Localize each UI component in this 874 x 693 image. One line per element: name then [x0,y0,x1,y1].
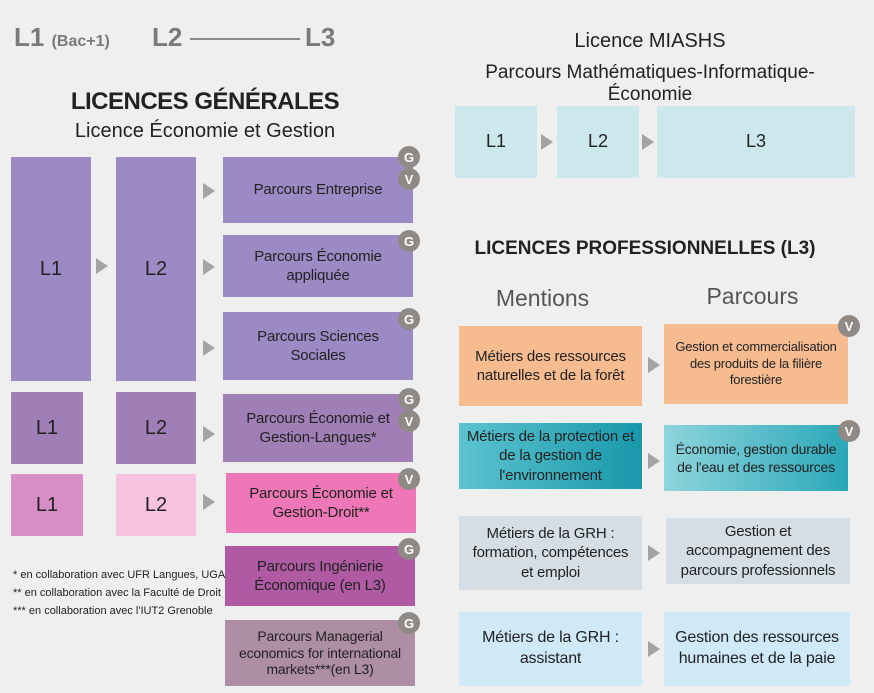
generales-row3-l2-box: L2 [116,474,196,536]
generales-row2-l2-label: L2 [144,417,168,439]
parcours-label: Parcours Économie appliquée [254,247,382,285]
generales-title: LICENCES GÉNÉRALES [70,88,340,115]
pro-col-parcours: Parcours [706,283,799,309]
header-connector-line [190,38,300,40]
generales-row2-l1-box: L1 [11,392,83,464]
header-l3-label: L3 [305,22,336,52]
pro-mention-label: Métiers de la GRH : formation, compétenc… [472,524,629,581]
badge-v-icon: V [398,468,420,490]
footnotes: * en collaboration avec UFR Langues, UGA… [13,566,225,620]
footnote: *** en collaboration avec l'IUT2 Grenobl… [13,605,213,617]
miashs-title: Licence MIASHS [574,30,726,52]
miashs-step-label: L1 [485,131,507,152]
pro-mention-box: Métiers de la protection et de la gestio… [459,423,642,489]
parcours-label: Parcours Ingénierie Économique (en L3) [254,557,386,595]
pro-parcours-box: Gestion et commercialisation des produit… [664,324,848,404]
generales-row2-l2-box: L2 [116,392,196,464]
parcours-economie-appliquee-box: Parcours Économie appliquée [223,235,413,297]
badge-g-icon: G [398,146,420,168]
footnote: * en collaboration avec UFR Langues, UGA [13,569,226,581]
arrow-icon [648,641,660,657]
pro-parcours-label: Gestion et commercialisation des produit… [675,338,837,388]
arrow-icon [648,545,660,561]
footnote: ** en collaboration avec la Faculté de D… [13,587,221,599]
arrow-icon [203,259,215,275]
generales-row3-l1-box: L1 [11,474,83,536]
generales-row1-l2-box: L2 [116,157,196,381]
pro-parcours-label: Gestion des ressources humaines et de la… [675,629,839,667]
miashs-l2-box: L2 [557,106,639,178]
parcours-label: Parcours Économie et Gestion-Droit** [249,484,393,522]
parcours-managerial-economics-box: Parcours Managerial economics for intern… [225,620,415,686]
parcours-sciences-sociales-box: Parcours Sciences Sociales [223,312,413,380]
miashs-l3-box: L3 [657,106,855,178]
pro-parcours-label: Gestion et accompagnement des parcours p… [680,522,836,579]
badge-v-icon: V [398,168,420,190]
parcours-label: Parcours Économie et Gestion-Langues* [246,409,390,447]
badge-g-icon: G [398,612,420,634]
miashs-subtitle: Parcours Mathématiques-Informatique-Écon… [485,62,815,105]
generales-row1-l2-label: L2 [144,258,168,280]
generales-row3-l1-label: L1 [35,494,59,516]
arrow-icon [541,134,553,150]
parcours-ingenierie-economique-box: Parcours Ingénierie Économique (en L3) [225,546,415,606]
badge-g-icon: G [398,230,420,252]
arrow-icon [203,183,215,199]
arrow-icon [96,258,108,274]
generales-row1-l1-label: L1 [39,258,63,280]
arrow-icon [648,453,660,469]
parcours-economie-gestion-langues-box: Parcours Économie et Gestion-Langues* [223,394,413,462]
header-l2-label: L2 [152,22,183,52]
generales-row3-l2-label: L2 [144,494,168,516]
arrow-icon [642,134,654,150]
pro-parcours-box: Gestion des ressources humaines et de la… [664,612,850,686]
badge-v-icon: V [838,420,860,442]
generales-row2-l1-label: L1 [35,417,59,439]
pro-parcours-label: Économie, gestion durable de l'eau et de… [675,440,837,475]
badge-v-icon: V [398,410,420,432]
parcours-label: Parcours Sciences Sociales [257,327,379,365]
pro-mention-box: Métiers de la GRH : assistant [459,612,642,686]
pro-mention-label: Métiers de la GRH : assistant [482,629,619,667]
pro-mention-box: Métiers des ressources naturelles et de … [459,326,642,406]
parcours-entreprise-box: Parcours Entreprise [223,157,413,223]
pro-parcours-box: Économie, gestion durable de l'eau et de… [664,425,848,491]
generales-subtitle: Licence Économie et Gestion [74,120,336,142]
badge-g-icon: G [398,538,420,560]
pro-mention-label: Métiers de la protection et de la gestio… [466,427,635,484]
arrow-icon [648,357,660,373]
pro-mention-box: Métiers de la GRH : formation, compétenc… [459,516,642,590]
header-l1-label: L1 [14,22,45,52]
parcours-label: Parcours Managerial economics for intern… [239,627,401,678]
arrow-icon [203,494,215,510]
badge-g-icon: G [398,388,420,410]
header-bac-label: (Bac+1) [51,33,110,50]
header-l1: L1 (Bac+1) [14,22,110,53]
parcours-economie-gestion-droit-box: Parcours Économie et Gestion-Droit** [226,473,416,533]
pro-parcours-box: Gestion et accompagnement des parcours p… [666,518,850,584]
miashs-l1-box: L1 [455,106,537,178]
pro-title: LICENCES PROFESSIONNELLES (L3) [474,238,816,259]
arrow-icon [203,426,215,442]
miashs-step-label: L2 [587,131,609,152]
arrow-icon [203,340,215,356]
pro-col-mentions: Mentions [495,285,590,311]
parcours-label: Parcours Entreprise [253,181,383,199]
pro-mention-label: Métiers des ressources naturelles et de … [475,347,626,385]
badge-g-icon: G [398,308,420,330]
generales-row1-l1-box: L1 [11,157,91,381]
badge-v-icon: V [838,315,860,337]
miashs-step-label: L3 [745,131,767,152]
